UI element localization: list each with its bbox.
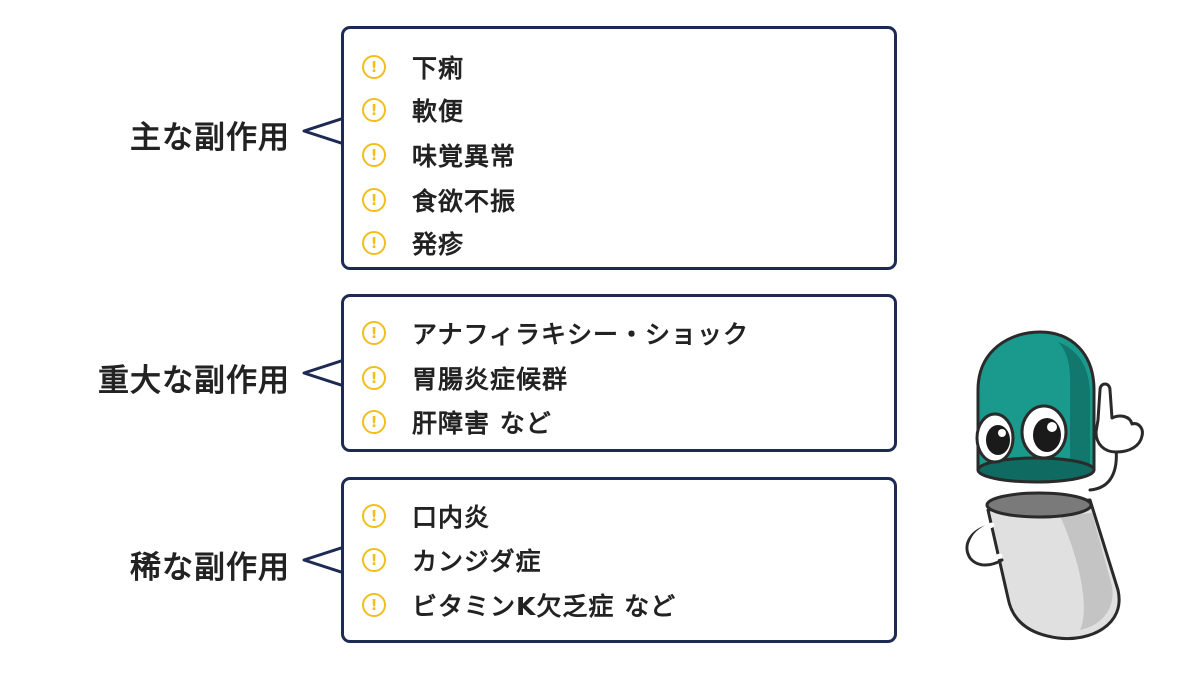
warning-icon: !: [362, 55, 386, 79]
side-effect-box-rare: ! 口内炎 ! カンジダ症 ! ビタミンK欠乏症 など: [341, 477, 897, 643]
warning-icon: !: [362, 231, 386, 255]
list-item: ! カンジダ症: [362, 542, 542, 578]
eyes: [975, 404, 1068, 464]
item-text: 食欲不振: [412, 187, 517, 216]
box-pointer: [302, 116, 344, 146]
section-label-serious: 重大な副作用: [98, 363, 290, 399]
side-effect-box-main: ! 下痢 ! 軟便 ! 味覚異常 ! 食欲不振 ! 発疹: [341, 26, 897, 270]
list-item: ! 肝障害 など: [362, 404, 552, 440]
side-effect-box-serious: ! アナフィラキシー・ショック ! 胃腸炎症候群 ! 肝障害 など: [341, 294, 897, 452]
list-item: ! 胃腸炎症候群: [362, 360, 568, 396]
list-item: ! 発疹: [362, 225, 464, 261]
item-text: 発疹: [412, 230, 465, 259]
warning-icon: !: [362, 366, 386, 390]
item-text: アナフィラキシー・ショック: [412, 320, 750, 349]
section-label-rare: 稀な副作用: [130, 550, 290, 586]
list-item: ! 味覚異常: [362, 137, 516, 173]
warning-icon: !: [362, 504, 386, 528]
pointing-hand: [1094, 382, 1144, 454]
list-item: ! 食欲不振: [362, 182, 516, 218]
item-text: 味覚異常: [412, 142, 517, 171]
item-text: 肝障害 など: [412, 409, 552, 438]
list-item: ! アナフィラキシー・ショック: [362, 315, 749, 351]
left-arm-fill: [969, 522, 1003, 562]
warning-icon: !: [362, 98, 386, 122]
warning-icon: !: [362, 321, 386, 345]
warning-icon: !: [362, 188, 386, 212]
item-text: 胃腸炎症候群: [412, 365, 569, 394]
item-text: 下痢: [412, 54, 465, 83]
warning-icon: !: [362, 593, 386, 617]
list-item: ! 下痢: [362, 49, 464, 85]
section-label-main: 主な副作用: [130, 120, 290, 156]
capsule-bottom: [985, 491, 1121, 641]
list-item: ! ビタミンK欠乏症 など: [362, 587, 676, 623]
box-pointer: [302, 358, 344, 388]
item-text: 軟便: [412, 97, 465, 126]
item-text: カンジダ症: [412, 547, 542, 576]
capsule-mascot-illustration: [965, 330, 1144, 641]
list-item: ! 口内炎: [362, 498, 490, 534]
item-text: ビタミンK欠乏症 など: [412, 592, 677, 621]
box-pointer: [302, 545, 344, 575]
list-item: ! 軟便: [362, 92, 464, 128]
warning-icon: !: [362, 143, 386, 167]
warning-icon: !: [362, 410, 386, 434]
warning-icon: !: [362, 548, 386, 572]
item-text: 口内炎: [412, 503, 491, 532]
